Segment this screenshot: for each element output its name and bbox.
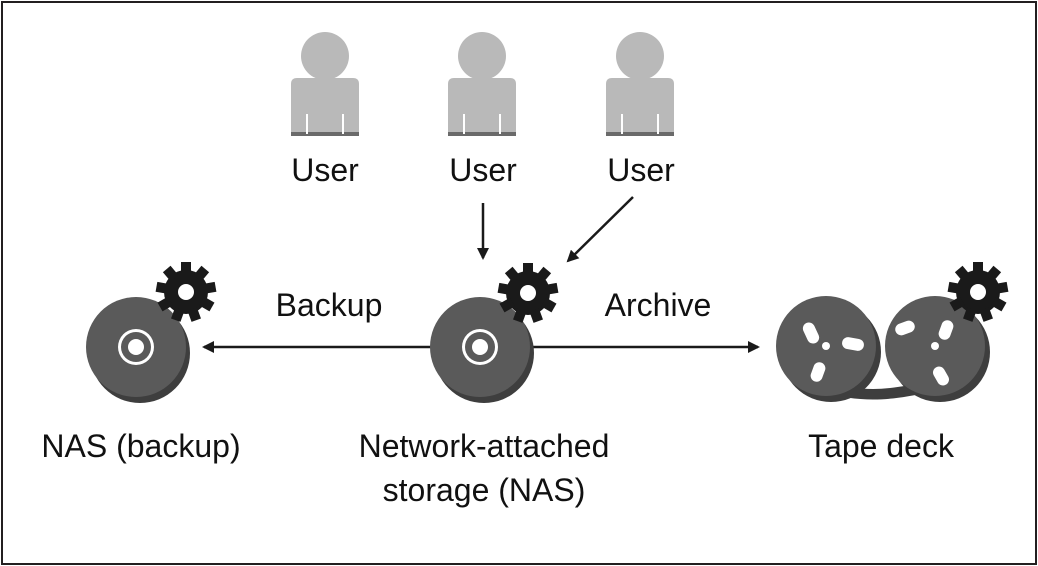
user-label: User bbox=[291, 152, 359, 188]
user-label: User bbox=[449, 152, 517, 188]
tape-reel-icon bbox=[776, 296, 990, 402]
nas-label-line1: Network-attached bbox=[359, 428, 610, 464]
user-icon bbox=[605, 31, 675, 137]
tape-deck-label: Tape deck bbox=[808, 428, 955, 464]
archive-label: Archive bbox=[605, 287, 712, 323]
user-label: User bbox=[607, 152, 675, 188]
nas-label-line2: storage (NAS) bbox=[383, 472, 586, 508]
nas-backup-label: NAS (backup) bbox=[41, 428, 240, 464]
backup-label: Backup bbox=[276, 287, 383, 323]
user-icon bbox=[290, 31, 360, 137]
user-icon bbox=[447, 31, 517, 137]
user-to-nas-arrow bbox=[566, 196, 634, 263]
